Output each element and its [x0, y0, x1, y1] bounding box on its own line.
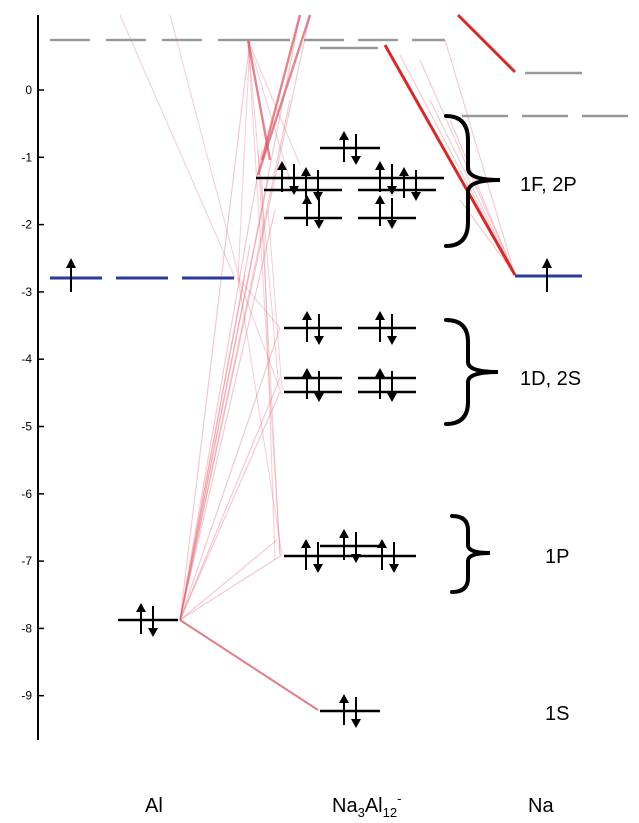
correlation-line-na-3p: [456, 13, 517, 74]
tick-label: -8: [21, 621, 32, 635]
tick-label: -6: [21, 487, 32, 501]
group-labels: 1F, 2P 1D, 2S 1P 1S: [520, 174, 581, 725]
cluster-label-charge: -: [397, 791, 401, 806]
cluster-virtual-levels: [250, 38, 445, 50]
column-label-na: Na: [528, 795, 554, 817]
correlation-line-na-3s: [383, 44, 517, 276]
tick-label: -1: [21, 150, 32, 164]
cluster-label-al-subscript: 12: [383, 805, 397, 820]
tick-label: -5: [21, 420, 32, 434]
electron-pair: [375, 195, 397, 229]
electron-pair: [302, 368, 324, 402]
column-label-al: Al: [145, 795, 163, 817]
electron-pair: [301, 167, 323, 201]
cluster-label-na-subscript: 3: [358, 805, 365, 820]
tick-label: -4: [21, 352, 32, 366]
group-label-1d-2s: 1D, 2S: [520, 368, 581, 390]
electron-pair-1s: [339, 694, 361, 728]
al-levels: [50, 38, 250, 637]
brace-1f-2p: [444, 114, 501, 248]
electron-pair: [375, 368, 397, 402]
al-3s-electron-pair: [136, 603, 158, 637]
group-label-1p: 1P: [545, 546, 569, 568]
brace-1d-2s: [444, 318, 499, 426]
correlation-lines: [119, 13, 517, 711]
column-labels: Al Na3Al12- Na: [145, 791, 554, 820]
electron-pair: [302, 195, 324, 229]
tick-label: -7: [21, 554, 32, 568]
tick-label: -2: [21, 218, 32, 232]
group-label-1s: 1S: [545, 703, 569, 725]
electron-pair: [277, 161, 299, 195]
na-levels: [462, 71, 639, 292]
electron-pair: [377, 539, 399, 573]
energy-axis: 0 -1 -2 -3 -4 -5 -6 -7 -8 -9: [21, 15, 44, 740]
na-3s-electron-up-arrow: [542, 258, 552, 292]
tick-label: 0: [25, 83, 32, 97]
axis-ticks: 0 -1 -2 -3 -4 -5 -6 -7 -8 -9: [21, 83, 44, 703]
electron-pair: [339, 529, 361, 563]
cluster-label-al: Al: [365, 795, 383, 817]
electron-pair: [301, 539, 323, 573]
correlation-line-1s: [179, 619, 319, 711]
column-label-cluster: Na3Al12-: [332, 791, 401, 820]
electron-pair: [375, 311, 397, 345]
electron-pair: [339, 131, 361, 165]
tick-label: -3: [21, 285, 32, 299]
group-label-1f-2p: 1F, 2P: [520, 174, 577, 196]
electron-pair: [302, 311, 324, 345]
electron-pair: [399, 167, 421, 201]
cluster-label-na: Na: [332, 795, 358, 817]
electron-pair: [375, 161, 397, 195]
al-3p-electron-up-arrow: [66, 258, 76, 292]
cluster-levels: [256, 131, 444, 728]
tick-label: -9: [21, 689, 32, 703]
brace-1p: [450, 514, 491, 594]
braces: [444, 114, 501, 594]
